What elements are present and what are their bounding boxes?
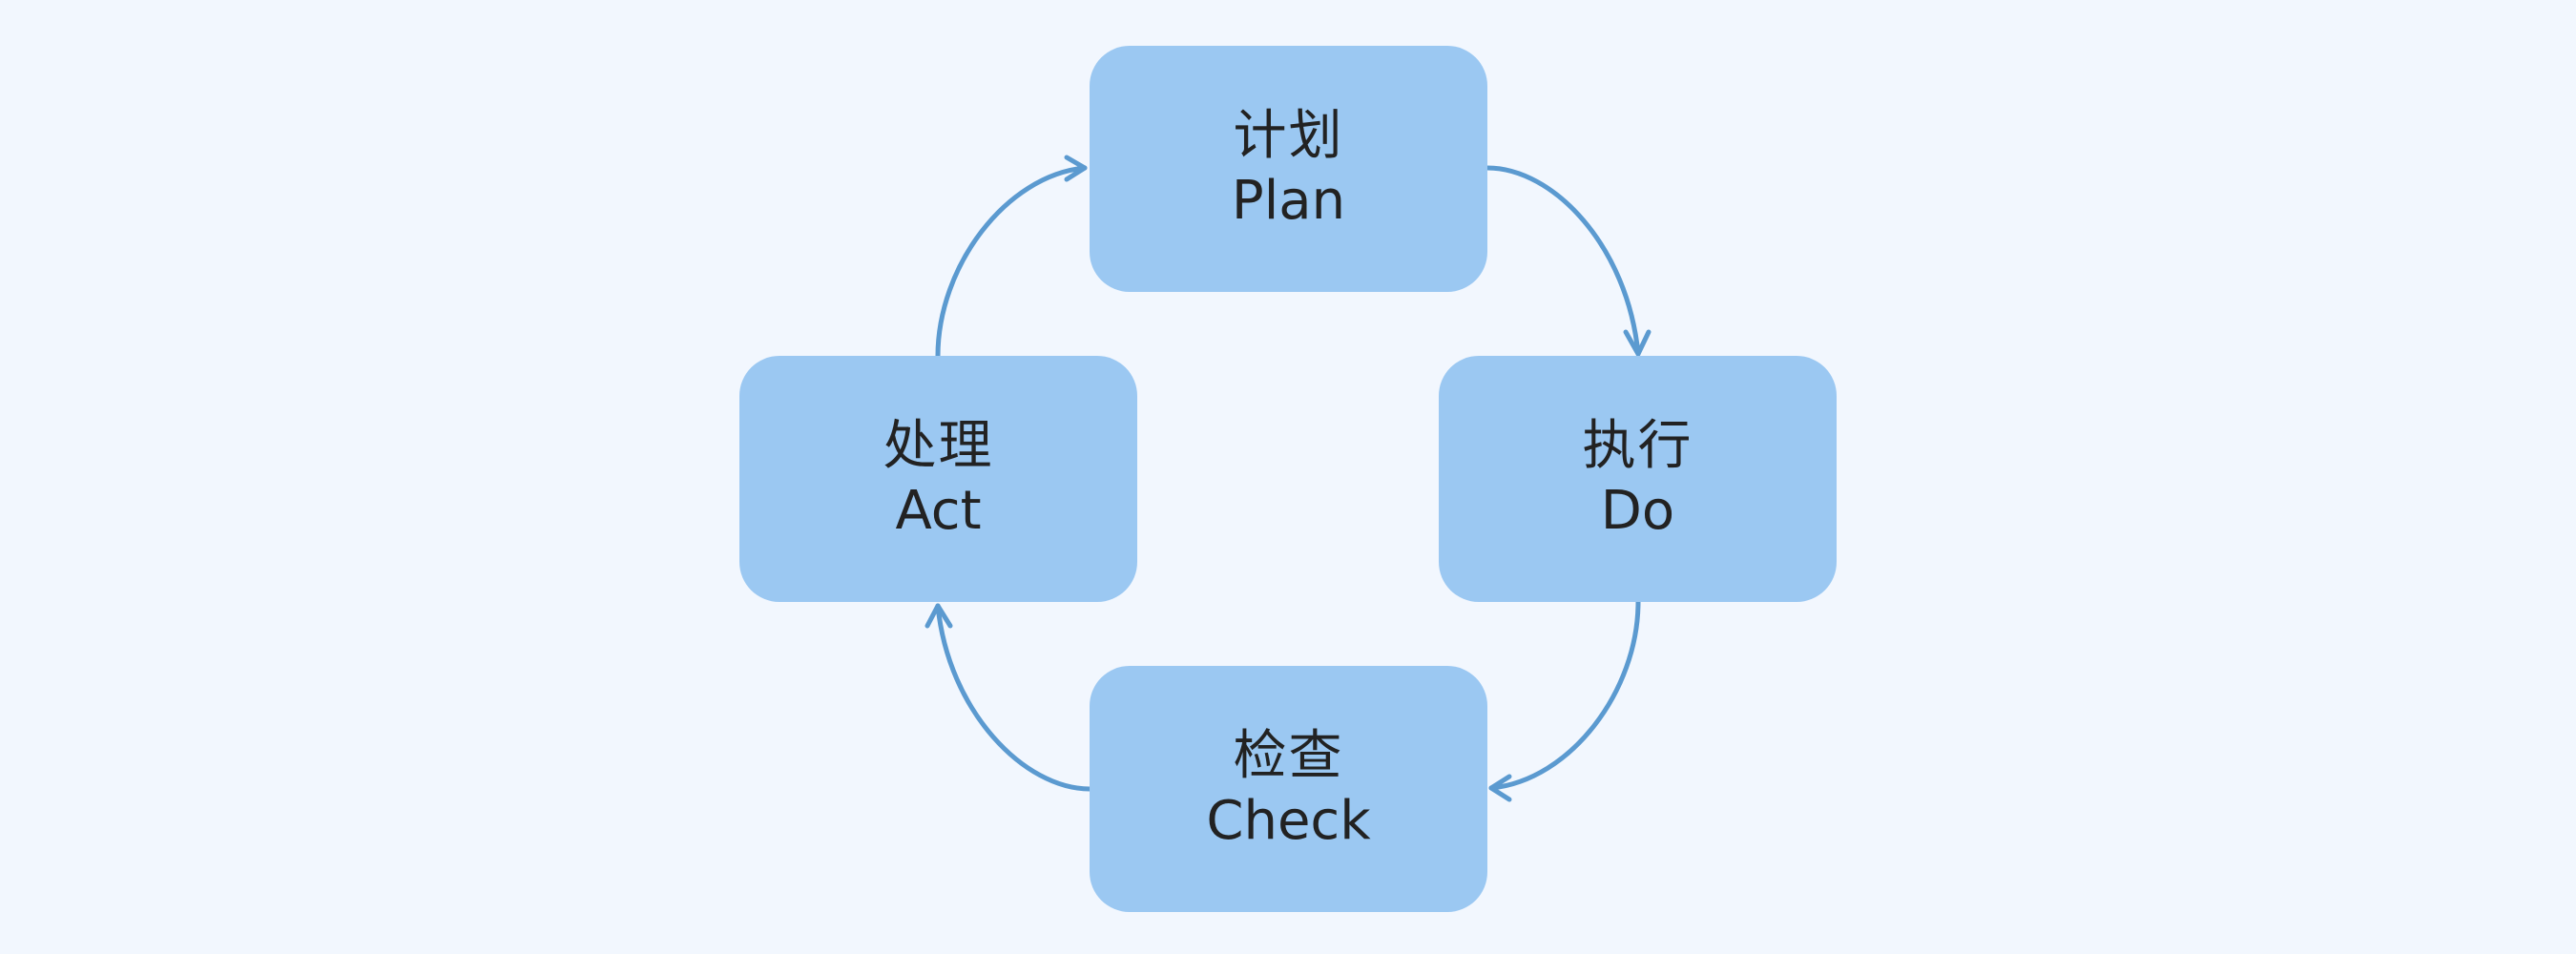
check-label-en: Check bbox=[1206, 790, 1371, 852]
arrow-check-to-act bbox=[935, 603, 1092, 792]
do-label-en: Do bbox=[1600, 480, 1675, 542]
check-label-zh: 检查 bbox=[1233, 725, 1344, 787]
do-label-zh: 执行 bbox=[1582, 415, 1693, 477]
arrow-plan-to-do bbox=[1485, 165, 1641, 357]
arrowhead-plan-to-do bbox=[1623, 329, 1652, 357]
plan-node: 计划 Plan bbox=[1090, 46, 1487, 292]
arrowhead-act-to-plan bbox=[1064, 155, 1088, 182]
act-label-zh: 处理 bbox=[883, 415, 994, 477]
plan-label-zh: 计划 bbox=[1233, 105, 1344, 167]
do-node: 执行 Do bbox=[1439, 356, 1837, 602]
arrowhead-do-to-check bbox=[1488, 774, 1512, 802]
check-node: 检查 Check bbox=[1090, 666, 1487, 912]
act-node: 处理 Act bbox=[739, 356, 1137, 602]
act-label-en: Act bbox=[895, 480, 982, 542]
arrow-do-to-check bbox=[1488, 599, 1641, 791]
arrow-act-to-plan bbox=[935, 165, 1088, 359]
plan-label-en: Plan bbox=[1231, 170, 1346, 232]
arrowhead-check-to-act bbox=[924, 603, 953, 629]
